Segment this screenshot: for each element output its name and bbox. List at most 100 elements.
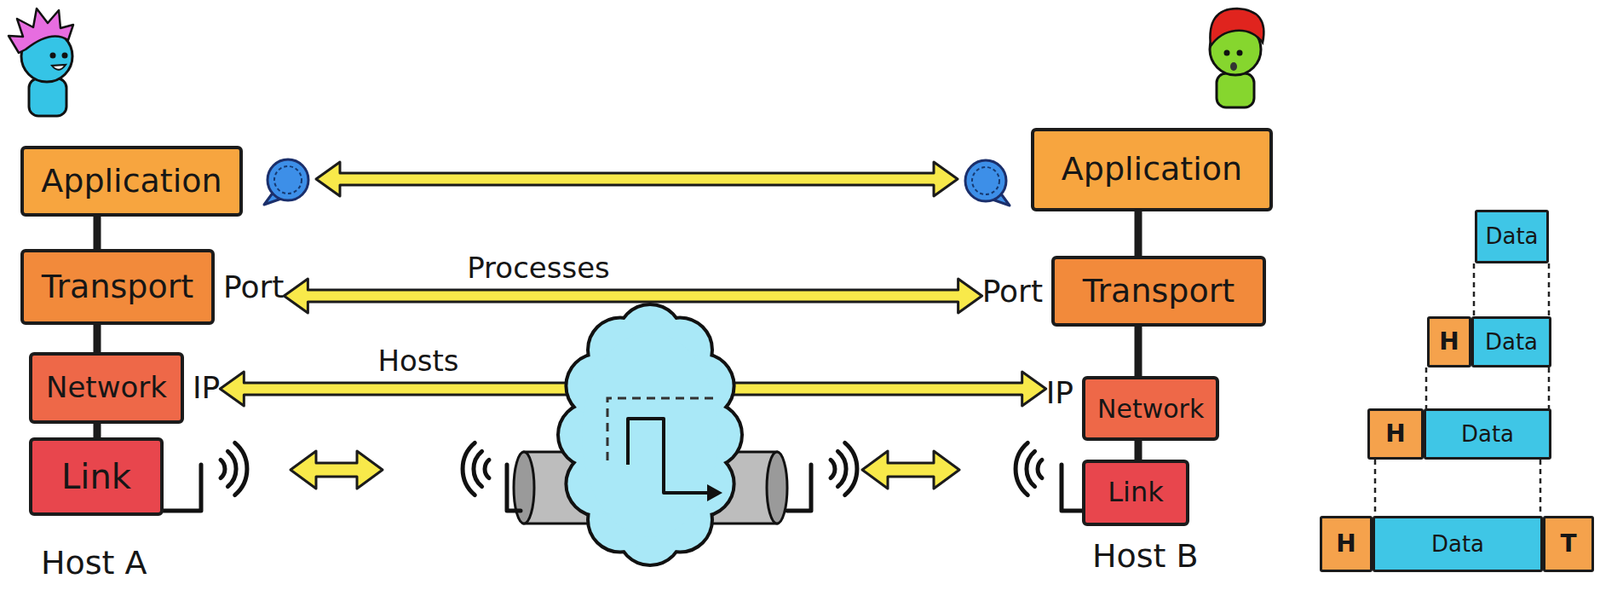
box-title: Network: [1097, 394, 1204, 423]
edge-label: Processes: [466, 252, 611, 284]
layer-address-label: IP: [1046, 375, 1074, 410]
link-double-arrow: [862, 450, 960, 489]
layer-outline: H: [1319, 515, 1373, 572]
route-dashed: [607, 397, 714, 461]
network-layer-box: Network IP: [1046, 375, 1221, 441]
encapsulation-guide: [1426, 367, 1549, 409]
radio-wave: [227, 450, 236, 486]
layer-outline: Data: [1372, 515, 1543, 572]
box-title: Transport: [41, 269, 194, 306]
antenna-bracket: [787, 464, 812, 511]
layer-outline: Transport: [20, 248, 215, 325]
character-hair: [8, 8, 74, 53]
box-title: Data: [1484, 329, 1538, 355]
header-block: H: [1319, 515, 1373, 572]
route-arrowhead: [707, 483, 723, 501]
layer-address-label: Port: [982, 274, 1043, 309]
trailer-block: T: [1542, 515, 1595, 572]
layer-outline: Transport: [1051, 255, 1267, 327]
header-block: H: [1427, 316, 1472, 368]
layer-outline: Link: [28, 437, 164, 516]
radio-wave: [1037, 459, 1042, 478]
host-label: Host B: [1092, 538, 1199, 575]
link-double-arrow: [290, 450, 383, 489]
layer-outline: T: [1542, 515, 1595, 572]
link-layer-box: Link: [28, 437, 164, 516]
application-layer-box: Application: [20, 145, 317, 217]
radio-wave: [473, 450, 483, 486]
application-layer-box: Application: [957, 127, 1273, 212]
layer-outline: Application: [20, 145, 243, 217]
layer-address-label: Port: [223, 270, 284, 305]
cable-end: [766, 451, 788, 524]
stack-link: [93, 423, 102, 438]
box-title: H: [1335, 530, 1356, 558]
radio-wave: [462, 442, 475, 495]
bubble-inner: [274, 166, 302, 194]
stack-link: [1134, 326, 1143, 376]
box-title: Network: [46, 371, 167, 403]
layer-outline: Network: [1082, 375, 1220, 441]
radio-wave: [837, 450, 847, 486]
character-eye: [62, 52, 69, 59]
network-layer-box: Network IP: [28, 351, 220, 424]
network-cloud: [559, 305, 741, 564]
edge-label: Hosts: [377, 345, 459, 377]
radio-wave: [845, 442, 858, 495]
radio-wave: [1015, 442, 1028, 495]
bubble-body: [965, 160, 1007, 202]
radio-wave: [1026, 450, 1036, 486]
layer-outline: Application: [1030, 127, 1273, 212]
radio-wave: [220, 459, 225, 478]
transport-layer-box: Transport Port: [982, 255, 1267, 327]
layer-outline: Data: [1474, 209, 1549, 264]
data-block: Data: [1471, 316, 1552, 368]
character-body: [1216, 73, 1255, 108]
radio-wave: [830, 459, 835, 478]
data-block: Data: [1423, 408, 1552, 460]
layer-outline: Link: [1082, 459, 1190, 526]
stack-link: [93, 324, 102, 352]
character-eye: [1224, 50, 1231, 57]
layer-peer-arrow: [316, 161, 958, 196]
speech-bubble: [957, 156, 1014, 208]
host-a-character: [8, 8, 74, 116]
character-eye: [50, 52, 57, 59]
bubble-inner: [972, 166, 1000, 195]
character-eye: [1237, 50, 1244, 57]
stack-link: [1134, 440, 1143, 460]
route-path: [627, 418, 708, 493]
box-title: Application: [1061, 151, 1243, 188]
antenna-bracket: [506, 464, 521, 511]
transport-layer-box: Transport Port: [20, 248, 284, 325]
layer-address-label: IP: [192, 370, 220, 405]
layer-outline: H: [1427, 316, 1472, 368]
antenna-bracket: [163, 464, 202, 511]
encapsulation-guide: [1375, 459, 1541, 516]
box-title: Data: [1431, 531, 1485, 557]
character-body: [28, 78, 67, 116]
layer-outline: Data: [1423, 408, 1552, 460]
box-title: H: [1438, 328, 1459, 356]
character-mouth: [51, 64, 66, 70]
box-title: Link: [1107, 477, 1164, 507]
layer-outline: H: [1367, 408, 1424, 460]
box-title: H: [1385, 420, 1405, 448]
header-block: H: [1367, 408, 1424, 460]
host-label: Host A: [40, 545, 148, 582]
layer-outline: Data: [1471, 316, 1552, 368]
bubble-body: [267, 159, 309, 201]
speech-bubble: [259, 155, 317, 208]
stack-link: [1134, 211, 1143, 256]
box-title: Data: [1461, 421, 1514, 447]
data-block: Data: [1372, 515, 1543, 572]
data-block: Data: [1474, 209, 1549, 264]
link-layer-box: Link: [1082, 459, 1190, 526]
box-title: T: [1559, 530, 1577, 558]
character-mouth: [1230, 62, 1238, 71]
box-title: Transport: [1082, 273, 1235, 310]
character-hair: [1209, 8, 1264, 47]
box-title: Link: [61, 457, 132, 495]
host-b-character: [1209, 8, 1264, 108]
